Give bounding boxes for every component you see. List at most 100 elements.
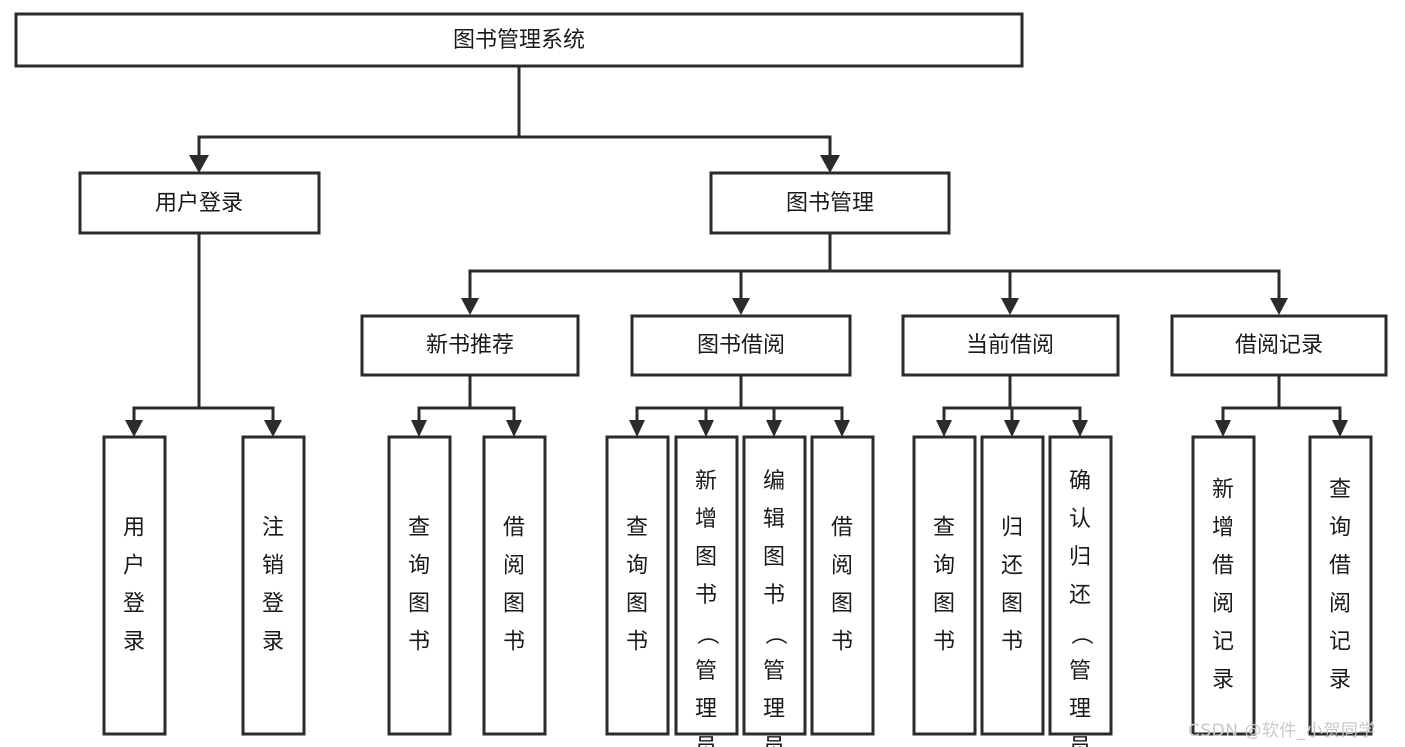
node-borrow-record-box[interactable] — [1170, 314, 1388, 377]
node-new-book-recommend-box[interactable] — [360, 314, 580, 377]
node-leaf-query-book-1-label-char: 询 — [408, 554, 430, 579]
node-leaf-user-login-box[interactable] — [102, 435, 167, 736]
node-leaf-borrow-book-2[interactable] — [810, 435, 875, 736]
node-leaf-edit-book-label-char: 图 — [763, 545, 785, 570]
arrowhead-current-borrow — [1001, 298, 1019, 315]
node-book-manage[interactable]: 图书管理 — [709, 171, 951, 235]
node-leaf-add-book-box[interactable] — [674, 435, 739, 736]
arrowhead-new-book-recommend — [461, 298, 479, 315]
node-leaf-logout-login-label-char: 登 — [262, 592, 284, 617]
node-leaf-logout-login-label-char: 注 — [262, 516, 284, 541]
node-leaf-query-record-box[interactable] — [1308, 435, 1373, 736]
node-leaf-borrow-book-1-label-char: 书 — [503, 630, 525, 655]
node-leaf-query-book-1[interactable] — [387, 435, 452, 736]
node-leaf-logout-login-label-char: 录 — [262, 630, 284, 655]
node-leaf-add-book-label-char: 图 — [695, 545, 717, 570]
node-leaf-confirm-return[interactable] — [1048, 435, 1113, 736]
node-leaf-add-book-label-char: 员 — [695, 735, 717, 747]
node-leaf-borrow-book-2-label-char: 阅 — [831, 554, 853, 579]
node-borrow-record[interactable]: 借阅记录 — [1170, 314, 1388, 377]
node-leaf-add-book-label-char: （ — [694, 623, 719, 645]
node-leaf-edit-book-label-char: 辑 — [763, 507, 785, 532]
node-leaf-return-book[interactable] — [980, 435, 1045, 736]
node-leaf-return-book-box[interactable] — [980, 435, 1045, 736]
node-leaf-add-book-label-char: 理 — [695, 697, 717, 722]
node-leaf-edit-book-label-char: 书 — [763, 583, 785, 608]
node-leaf-add-record-label-char: 借 — [1212, 554, 1234, 579]
node-leaf-add-record-label-char: 录 — [1212, 668, 1234, 693]
node-leaf-confirm-return-label-char: 认 — [1069, 507, 1091, 532]
node-leaf-add-book-label-char: 新 — [695, 469, 717, 494]
connector-group-book-borrow — [629, 373, 850, 437]
node-leaf-return-book-label-char: 归 — [1001, 516, 1023, 541]
node-leaf-query-record-label-char: 询 — [1329, 516, 1351, 541]
node-leaf-query-book-1-label-char: 图 — [408, 592, 430, 617]
arrowhead-leaf-query-record — [1332, 420, 1348, 437]
node-borrow-record-label: 借阅记录 — [1235, 333, 1323, 358]
node-book-manage-label: 图书管理 — [786, 191, 874, 216]
node-current-borrow[interactable]: 当前借阅 — [901, 314, 1120, 377]
node-leaf-query-book-2-box[interactable] — [605, 435, 670, 736]
arrowhead-leaf-borrow-book-1 — [506, 420, 522, 437]
arrowhead-leaf-borrow-book-2 — [834, 420, 850, 437]
node-leaf-borrow-book-1-label-char: 图 — [503, 592, 525, 617]
node-leaf-edit-book-box[interactable] — [742, 435, 807, 736]
node-leaf-user-login[interactable] — [102, 435, 167, 736]
node-book-borrow[interactable]: 图书借阅 — [630, 314, 852, 377]
node-leaf-return-book-label-char: 图 — [1001, 592, 1023, 617]
node-leaf-borrow-book-2-box[interactable] — [810, 435, 875, 736]
node-leaf-return-book-label-char: 书 — [1001, 630, 1023, 655]
node-leaf-borrow-book-1[interactable] — [482, 435, 547, 736]
node-leaf-borrow-book-2-label-char: 借 — [831, 516, 853, 541]
node-leaf-borrow-book-2-label-char: 书 — [831, 630, 853, 655]
node-leaf-query-book-1-box[interactable] — [387, 435, 452, 736]
node-leaf-query-book-2-label-char: 图 — [626, 592, 648, 617]
node-leaf-query-book-2[interactable] — [605, 435, 670, 736]
node-user-login-box[interactable] — [78, 171, 321, 235]
node-book-manage-box[interactable] — [709, 171, 951, 235]
node-leaf-add-book-label-char: 增 — [695, 507, 717, 532]
node-leaf-query-book-3[interactable] — [912, 435, 977, 736]
node-root[interactable]: 图书管理系统 — [14, 12, 1024, 68]
node-leaf-edit-book-label-char: （ — [762, 623, 787, 645]
node-leaf-query-record[interactable] — [1308, 435, 1373, 736]
node-user-login[interactable]: 用户登录 — [78, 171, 321, 235]
connector-group-book-manage — [461, 231, 1288, 315]
node-book-borrow-box[interactable] — [630, 314, 852, 377]
node-leaf-return-book-label-char: 还 — [1001, 554, 1023, 579]
node-leaf-borrow-book-1-label-char: 阅 — [503, 554, 525, 579]
node-leaf-edit-book-label-char: 编 — [763, 469, 785, 494]
node-leaf-add-record[interactable] — [1191, 435, 1256, 736]
arrowhead-leaf-edit-book — [766, 420, 782, 437]
node-leaf-confirm-return-label-char: 还 — [1069, 583, 1091, 608]
node-leaf-query-record-label-char: 阅 — [1329, 592, 1351, 617]
node-leaf-query-record-label-char: 录 — [1329, 668, 1351, 693]
node-leaf-logout-login[interactable] — [241, 435, 306, 736]
node-root-box[interactable] — [14, 12, 1024, 68]
arrowhead-user-login — [189, 155, 209, 173]
node-leaf-query-book-1-label-char: 书 — [408, 630, 430, 655]
arrowhead-leaf-add-book — [698, 420, 714, 437]
node-current-borrow-box[interactable] — [901, 314, 1120, 377]
leaf-label-group: 用户登录注销登录查询图书借阅图书查询图书新增图书（管理员）编辑图书（管理员）借阅… — [123, 469, 1351, 747]
arrowhead-leaf-confirm-return — [1072, 420, 1088, 437]
arrowhead-leaf-add-record — [1215, 420, 1231, 437]
node-leaf-confirm-return-box[interactable] — [1048, 435, 1113, 736]
node-leaf-add-book[interactable] — [674, 435, 739, 736]
node-leaf-edit-book[interactable] — [742, 435, 807, 736]
node-leaf-user-login-label-char: 录 — [123, 630, 145, 655]
node-leaf-query-record-label-char: 借 — [1329, 554, 1351, 579]
node-leaf-add-record-box[interactable] — [1191, 435, 1256, 736]
node-book-borrow-label: 图书借阅 — [697, 333, 785, 358]
node-leaf-logout-login-box[interactable] — [241, 435, 306, 736]
node-new-book-recommend[interactable]: 新书推荐 — [360, 314, 580, 377]
node-leaf-borrow-book-1-box[interactable] — [482, 435, 547, 736]
connector-group-new-book-recommend — [411, 373, 522, 437]
node-leaf-user-login-label-char: 登 — [123, 592, 145, 617]
node-leaf-query-book-3-box[interactable] — [912, 435, 977, 736]
connector-group-user-login — [125, 231, 282, 437]
arrowhead-book-borrow — [732, 298, 750, 315]
node-new-book-recommend-label: 新书推荐 — [426, 333, 514, 358]
arrowhead-leaf-query-book-3 — [936, 420, 952, 437]
